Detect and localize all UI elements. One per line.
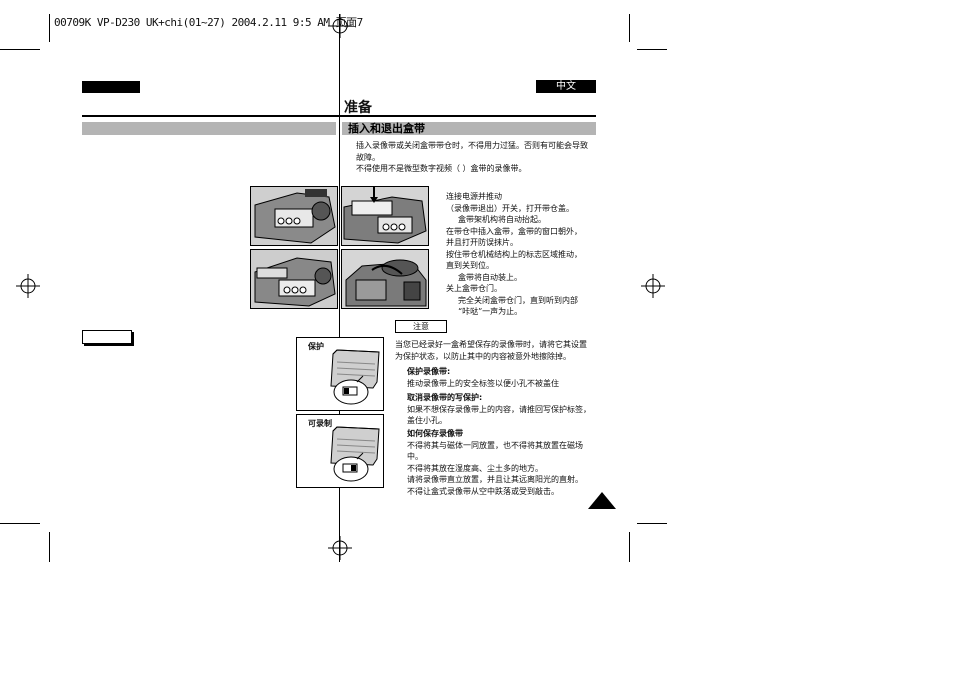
intro-line: 故障。 <box>356 152 380 162</box>
unprotect-line: 如果不想保存录像带上的内容，请推回写保护标签， <box>407 404 591 414</box>
step-line: 盒带架机构将自动抬起。 <box>458 215 546 224</box>
crop-mark <box>0 49 40 50</box>
intro-line: 插入录像带或关闭盒带带仓时，不得用力过猛。否则有可能会导致 <box>356 141 588 150</box>
unprotect-heading: 取消录像带的写保护: <box>407 393 483 402</box>
step-line: 直到关到位。 <box>446 261 494 270</box>
center-fold-line <box>339 14 340 562</box>
step-line: 在带仓中插入盒带，盒带的窗口朝外， <box>446 226 582 236</box>
note-text: 当您已经录好一盒希望保存的录像带时，请将它其设置 为保护状态，以防止其中的内容被… <box>395 339 596 362</box>
crop-mark <box>637 523 667 524</box>
step-line: 完全关闭盒带仓门，直到听到内部 <box>458 295 578 305</box>
crop-mark <box>629 532 630 562</box>
camcorder-photo <box>250 186 338 246</box>
step-line: 并且打开防误抹片。 <box>446 238 518 247</box>
step-line: 连接电源并推动 <box>446 192 502 201</box>
step-line: 关上盒带仓门。 <box>446 284 502 293</box>
step-line: 按住带仓机械结构上的标志区域推动， <box>446 249 582 259</box>
cassette-protect-illustration: 保护 <box>296 337 384 411</box>
storage-line: 请将录像带直立放置，并且让其远离阳光的直射。 <box>407 475 583 484</box>
registration-mark-icon <box>16 274 40 298</box>
storage-line: 不得让盒式录像带从空中跌落或受到敲击。 <box>407 486 559 496</box>
storage-heading: 如何保存录像带 <box>407 429 463 438</box>
camcorder-photo <box>250 249 338 309</box>
unprotect-line: 盖住小孔。 <box>407 416 447 425</box>
registration-mark-icon <box>328 536 352 560</box>
step-line: “咔哒”一声为止。 <box>458 307 523 316</box>
cassette-recordable-illustration: 可录制 <box>296 414 384 488</box>
storage-section: 如何保存录像带 不得将其与磁体一同放置，也不得将其放置在磁场 中。 不得将其放在… <box>407 428 596 497</box>
crop-mark <box>629 14 630 42</box>
label-recordable: 可录制 <box>308 419 332 428</box>
note-label-left <box>82 330 132 344</box>
crop-mark <box>49 14 50 42</box>
intro-text: 插入录像带或关闭盒带带仓时，不得用力过猛。否则有可能会导致 故障。 不得使用不是… <box>356 140 596 175</box>
title-rule <box>82 115 596 117</box>
registration-mark-icon <box>328 14 352 38</box>
page-triangle-icon <box>588 492 616 509</box>
unprotect-section: 取消录像带的写保护: 如果不想保存录像带上的内容，请推回写保护标签， 盖住小孔。 <box>407 392 596 427</box>
steps-text: 连接电源并推动 （录像带退出）开关，打开带仓盖。 盒带架机构将自动抬起。 在带仓… <box>446 191 596 318</box>
label-protect: 保护 <box>308 342 324 351</box>
language-tab-chinese: 中文 <box>536 80 596 93</box>
camcorder-photo <box>341 186 429 246</box>
note-line: 为保护状态，以防止其中的内容被意外地擦除掉。 <box>395 351 571 361</box>
section-title: 插入和退出盒带 <box>342 122 596 135</box>
step-line: 盒带将自动装上。 <box>458 272 522 282</box>
cassette-icon <box>330 349 380 405</box>
storage-line: 中。 <box>407 452 423 461</box>
section-bar-left <box>82 122 336 135</box>
note-label: 注意 <box>395 320 447 333</box>
intro-line: 不得使用不是微型数字视频（ ）盒带的录像带。 <box>356 164 527 173</box>
storage-line: 不得将其与磁体一同放置，也不得将其放置在磁场 <box>407 440 583 450</box>
registration-mark-icon <box>641 274 665 298</box>
camcorder-photo <box>341 249 429 309</box>
print-header: 00709K VP-D230 UK+chi(01~27) 2004.2.11 9… <box>54 16 363 29</box>
crop-mark <box>637 49 667 50</box>
page-title: 准备 <box>344 100 372 116</box>
crop-mark <box>49 532 50 562</box>
storage-line: 不得将其放在湿度高、尘土多的地方。 <box>407 463 543 473</box>
cassette-icon <box>330 426 380 482</box>
protect-line: 推动录像带上的安全标签以便小孔不被盖住 <box>407 378 559 388</box>
protect-section: 保护录像带: 推动录像带上的安全标签以便小孔不被盖住 <box>407 366 596 389</box>
step-line: （录像带退出）开关，打开带仓盖。 <box>446 203 574 213</box>
note-line: 当您已经录好一盒希望保存的录像带时，请将它其设置 <box>395 340 587 349</box>
protect-heading: 保护录像带: <box>407 367 451 376</box>
language-tab-left <box>82 81 140 93</box>
crop-mark <box>0 523 40 524</box>
